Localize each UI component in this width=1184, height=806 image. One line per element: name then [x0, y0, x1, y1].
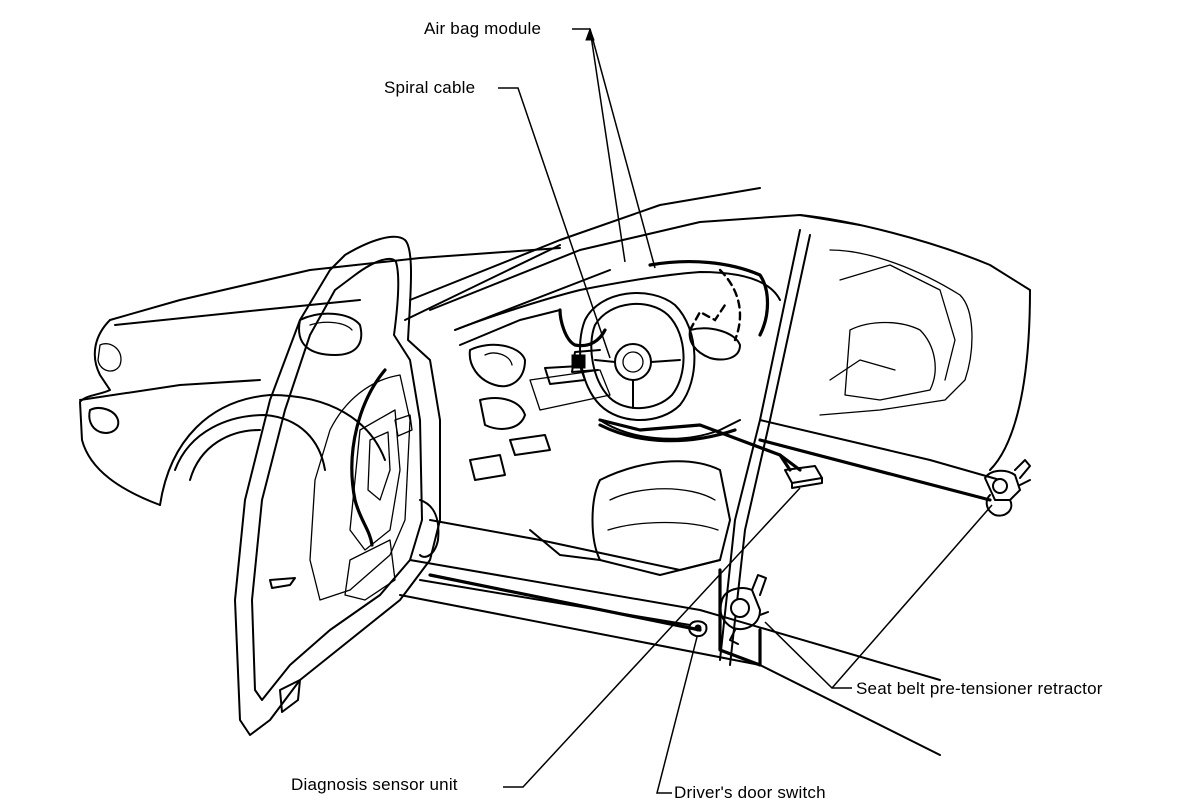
door-switch-leader	[656, 636, 698, 794]
dashboard	[454, 260, 781, 576]
diagnosis-sensor-leader	[503, 487, 801, 788]
drivers-door-switch-part	[688, 620, 708, 638]
air-bag-module-label: Air bag module	[424, 19, 542, 38]
pretensioner-leader-upper	[831, 504, 993, 689]
diagnosis-sensor-unit-label: Diagnosis sensor unit	[291, 775, 458, 794]
car-body	[79, 187, 1031, 756]
diagnosis-sensor-unit-part	[784, 465, 823, 489]
air-bag-module-hub	[614, 343, 652, 381]
drivers-door-switch-label: Driver's door switch	[674, 783, 826, 802]
leader-lines	[498, 27, 993, 794]
seat-belt-pretensioner-label: Seat belt pre-tensioner retractor	[856, 679, 1103, 698]
steering-wheel	[571, 292, 696, 421]
seat-belt-pretensioner-part	[984, 459, 1031, 517]
pretensioner-lower-part	[719, 574, 769, 645]
spiral-cable-label: Spiral cable	[384, 78, 476, 97]
spiral-cable-leader	[498, 87, 611, 359]
open-door	[234, 235, 441, 736]
